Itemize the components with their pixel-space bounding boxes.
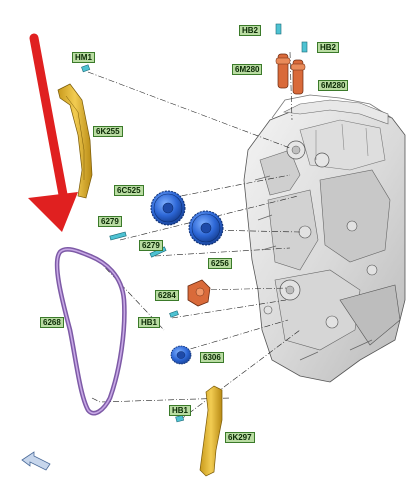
callout-hb2-top[interactable]: HB2: [239, 25, 262, 36]
lower-chain-guide: [199, 385, 223, 477]
callout-6306[interactable]: 6306: [200, 352, 224, 363]
callout-hb2-right[interactable]: HB2: [317, 42, 340, 53]
callout-hb1-mid[interactable]: HB1: [138, 317, 161, 328]
camshaft-gear-6c525: [150, 190, 186, 226]
timing-chain: [54, 247, 127, 416]
callout-6k255[interactable]: 6K255: [93, 126, 123, 137]
callout-hb1-low[interactable]: HB1: [169, 405, 192, 416]
vct-solenoid-left: [275, 53, 291, 89]
engine-block: [243, 94, 406, 383]
callout-hm1[interactable]: HM1: [72, 52, 95, 63]
callout-6279-a[interactable]: 6279: [98, 216, 122, 227]
red-down-arrow-icon: [28, 33, 78, 232]
vct-solenoid-right: [290, 59, 306, 95]
callout-6k297[interactable]: 6K297: [225, 432, 255, 443]
callout-6284[interactable]: 6284: [155, 290, 179, 301]
callout-6279-b[interactable]: 6279: [139, 240, 163, 251]
camshaft-gear-6256: [188, 210, 224, 246]
upper-chain-guide: [57, 83, 93, 199]
view-direction-arrow-icon: [21, 451, 51, 471]
callout-6268[interactable]: 6268: [40, 317, 64, 328]
crankshaft-sprocket-6306: [170, 345, 192, 365]
chain-tensioner-6284: [187, 279, 211, 307]
fasteners: [81, 23, 308, 423]
callout-6256[interactable]: 6256: [208, 258, 232, 269]
callout-6c525[interactable]: 6C525: [114, 185, 144, 196]
callout-6m280-right[interactable]: 6M280: [318, 80, 349, 91]
callout-6m280-left[interactable]: 6M280: [232, 64, 263, 75]
